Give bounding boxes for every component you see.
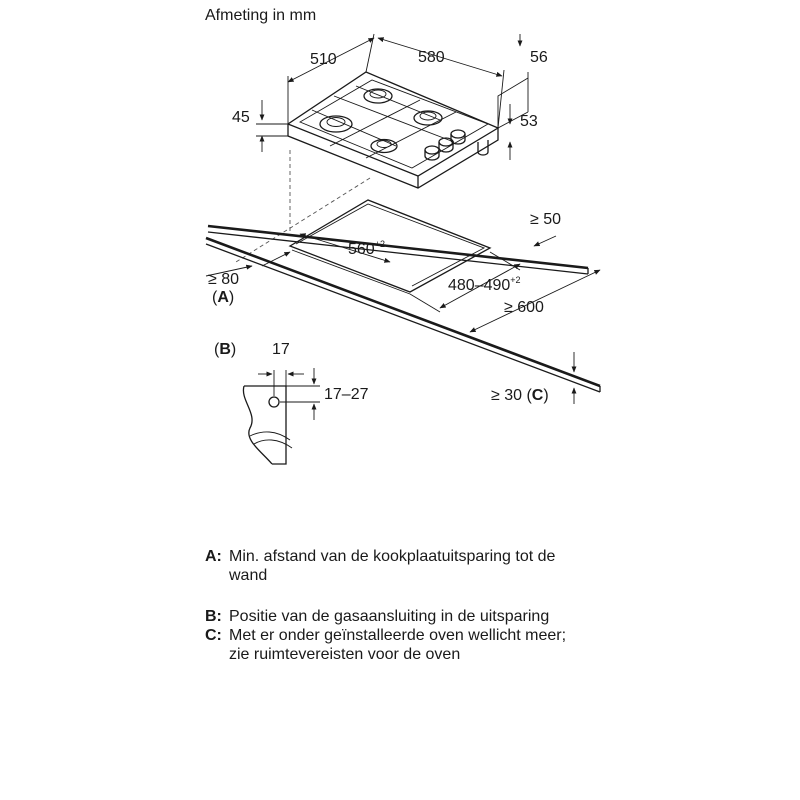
hob-drawing bbox=[286, 71, 500, 189]
worktop-drawing bbox=[205, 199, 601, 393]
burner-front-left bbox=[319, 115, 353, 133]
legend-text: Positie van de gasaansluiting in de uits… bbox=[229, 608, 550, 625]
dimension-cutout-depth: 480–490+2 bbox=[448, 275, 521, 294]
legend: A: Min. afstand van de kookplaatuitspari… bbox=[205, 547, 579, 585]
legend-item-c: C: Met er onder geïnstalleerde oven well… bbox=[205, 626, 579, 664]
legend-text: Met er onder geïnstalleerde oven wellich… bbox=[229, 627, 567, 663]
dimension-bottom-gap: ≥ 30 (C) bbox=[491, 387, 549, 404]
legend-item-b: B: Positie van de gasaansluiting in de u… bbox=[205, 607, 579, 626]
dimension-detail-height: 17–27 bbox=[324, 386, 369, 403]
dimension-detail-offset: 17 bbox=[272, 341, 290, 358]
hob-dimension-lines bbox=[256, 33, 529, 160]
legend-item-a: A: Min. afstand van de kookplaatuitspari… bbox=[205, 547, 579, 585]
legend-b-block: B: Positie van de gasaansluiting in de u… bbox=[205, 607, 579, 664]
legend-key: C: bbox=[205, 627, 222, 644]
burner-back-left bbox=[363, 88, 393, 104]
control-knobs bbox=[424, 129, 466, 161]
marker-a: (A) bbox=[212, 289, 234, 306]
legend-text: Min. afstand van de kookplaatuitsparing … bbox=[229, 548, 556, 584]
dimension-wall-gap: ≥ 80 bbox=[208, 271, 239, 288]
dimension-rear-gap: ≥ 50 bbox=[530, 211, 561, 228]
dimension-knob-side: 56 bbox=[530, 49, 548, 66]
legend-key: A: bbox=[205, 548, 222, 565]
burner-front-right bbox=[370, 138, 398, 154]
dimension-height-left: 45 bbox=[232, 109, 250, 126]
dimension-hob-width: 580 bbox=[418, 49, 445, 66]
diagram-title: Afmeting in mm bbox=[205, 7, 316, 24]
dimension-height-right: 53 bbox=[520, 113, 538, 130]
gas-connection-detail bbox=[242, 368, 320, 465]
dimension-cutout-width: 560+2 bbox=[348, 239, 385, 258]
dimension-worktop-depth: ≥ 600 bbox=[504, 299, 544, 316]
dimension-hob-depth: 510 bbox=[310, 51, 337, 68]
legend-key: B: bbox=[205, 608, 222, 625]
burner-back-right bbox=[413, 110, 443, 126]
cutout-dimension-lines bbox=[205, 233, 601, 404]
marker-b: (B) bbox=[214, 341, 236, 358]
